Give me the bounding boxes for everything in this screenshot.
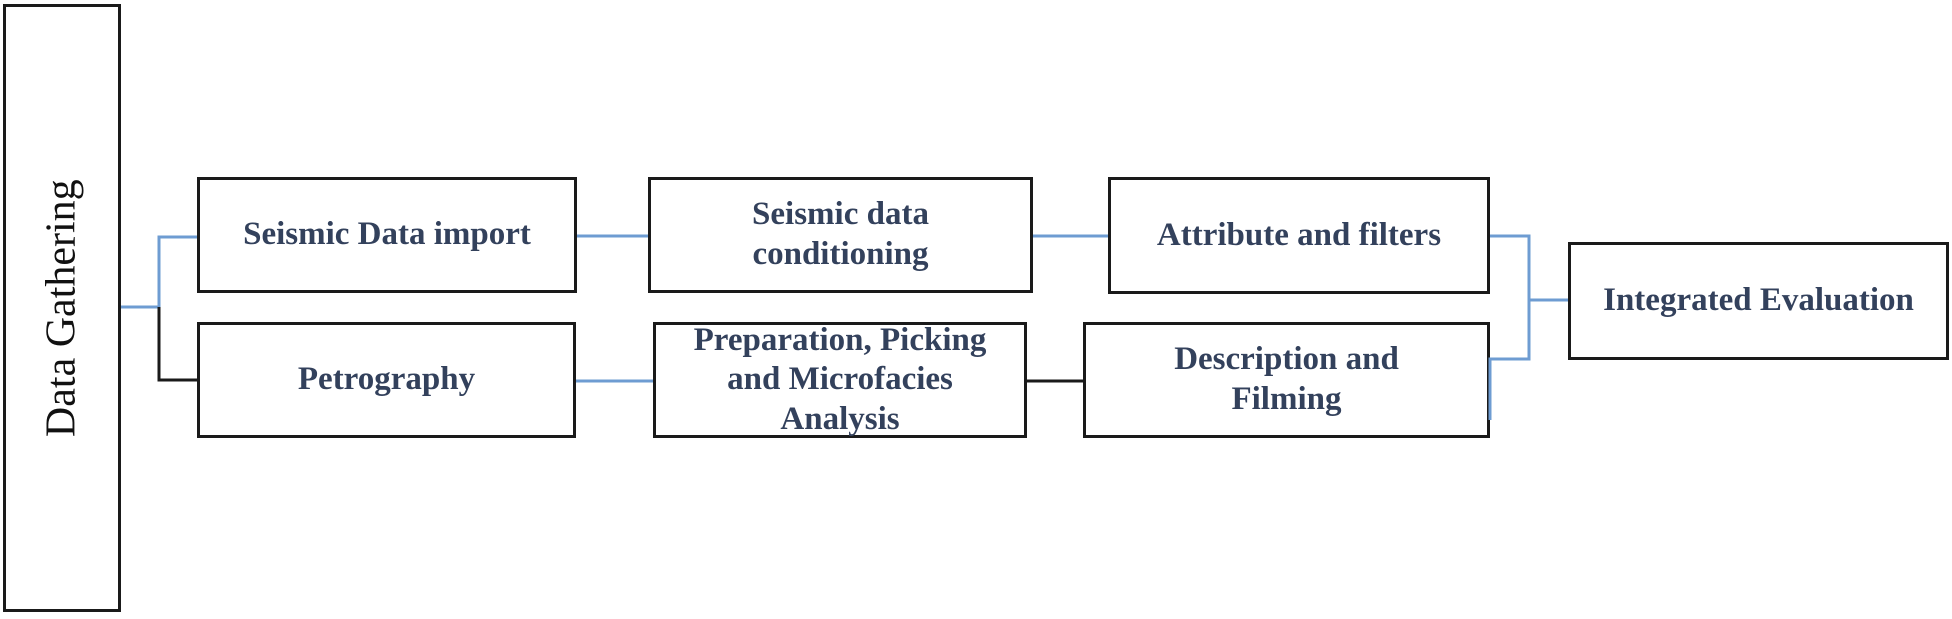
connector-description-filming-to-integrated-evaluation — [1488, 300, 1531, 420]
connector-attribute-filters-to-integrated-evaluation — [1490, 234, 1568, 302]
node-preparation: Preparation, Picking and Microfacies Ana… — [653, 322, 1027, 438]
node-description-filming-label: Description and Filming — [1174, 341, 1399, 417]
node-seismic-conditioning-label: Seismic data conditioning — [752, 196, 929, 272]
node-seismic-import: Seismic Data import — [197, 177, 577, 293]
node-attribute-filters-label: Attribute and filters — [1156, 216, 1442, 253]
node-preparation-label: Preparation, Picking and Microfacies Ana… — [693, 321, 987, 437]
node-petrography-label: Petrography — [297, 361, 476, 398]
node-petrography: Petrography — [197, 322, 576, 438]
connector-data-gathering-to-petrography — [157, 307, 197, 382]
node-seismic-conditioning: Seismic data conditioning — [648, 177, 1033, 293]
node-data-gathering-label: Data Gathering — [38, 179, 85, 437]
connector-data-gathering-to-seismic-import — [121, 235, 197, 309]
node-seismic-import-label: Seismic Data import — [243, 216, 531, 253]
node-data-gathering: Data Gathering — [3, 4, 121, 612]
node-description-filming: Description and Filming — [1083, 322, 1490, 438]
node-integrated-evaluation: Integrated Evaluation — [1568, 242, 1949, 360]
node-integrated-evaluation-label: Integrated Evaluation — [1603, 282, 1914, 319]
node-attribute-filters: Attribute and filters — [1108, 177, 1490, 294]
